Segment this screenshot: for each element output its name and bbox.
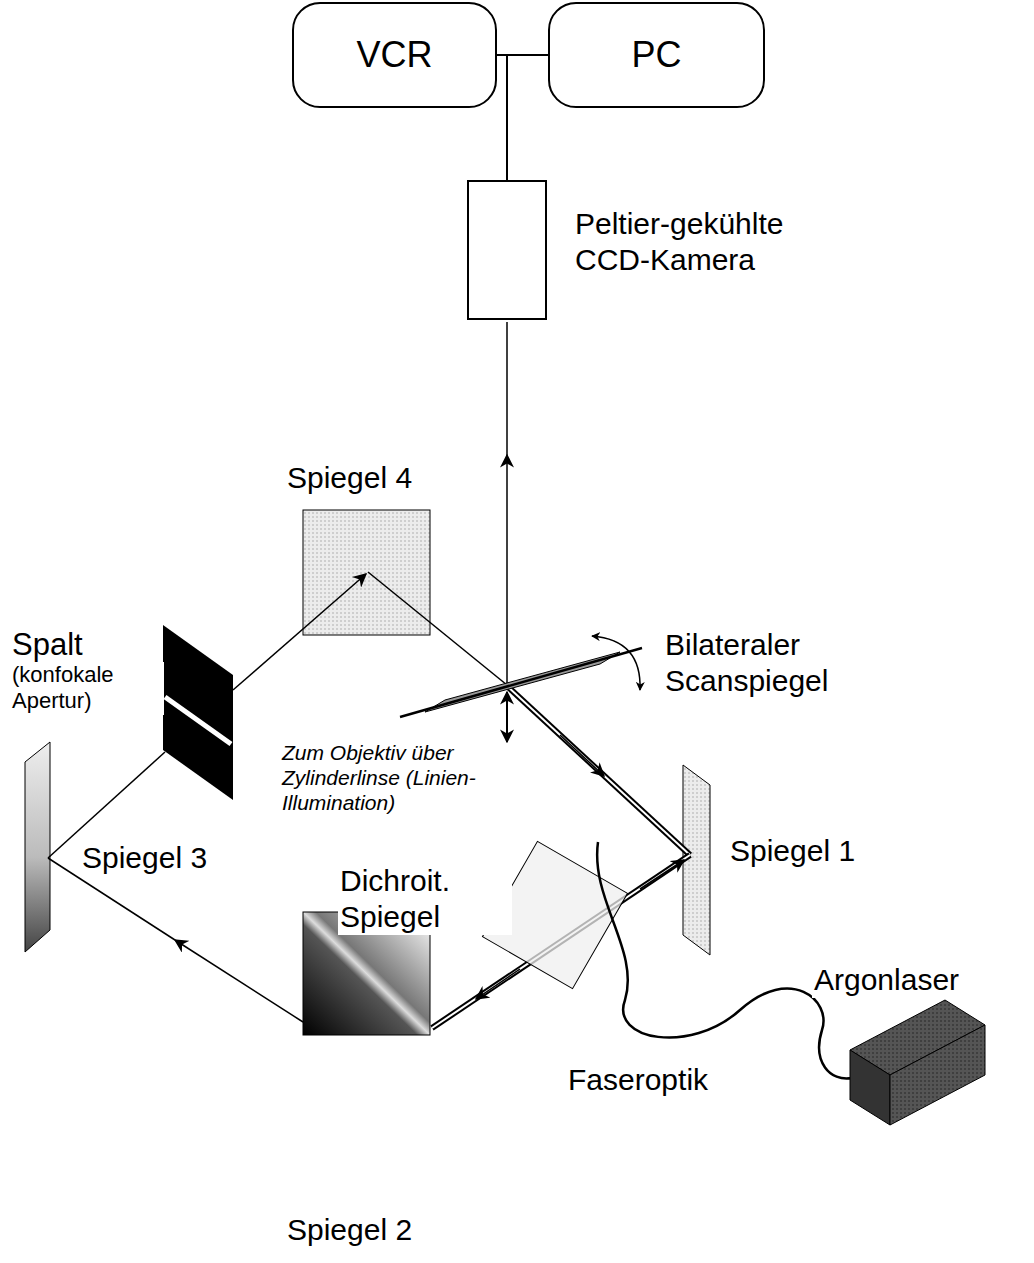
device-name: PC bbox=[631, 33, 681, 76]
device-name: VCR bbox=[356, 33, 432, 76]
part-label: Argonlaser bbox=[812, 962, 961, 998]
slit-opening bbox=[165, 697, 231, 744]
confocal-slit bbox=[163, 625, 233, 800]
part-label: Spiegel 2 bbox=[285, 1212, 414, 1248]
scan-mirror bbox=[400, 636, 642, 717]
part-label: Spiegel 3 bbox=[80, 840, 209, 876]
optical-fiber bbox=[597, 842, 852, 1079]
part-label: Zum Objektiv über Zylinderlinse (Linien-… bbox=[280, 740, 499, 816]
device-box: VCR bbox=[292, 2, 497, 108]
camera-label: Peltier-gekühlte CCD-Kamera bbox=[575, 206, 837, 278]
part-label: Spalt bbox=[10, 626, 85, 663]
double-beam bbox=[432, 686, 690, 1028]
part-label: (konfokale Apertur) bbox=[10, 662, 164, 715]
signal-wire bbox=[497, 55, 507, 180]
mirror-3 bbox=[25, 742, 50, 952]
part-label: Spiegel 4 bbox=[285, 460, 414, 496]
part-label: Bilateraler Scanspiegel bbox=[663, 627, 912, 699]
mirror-4 bbox=[303, 510, 430, 635]
part-label: Dichroit. Spiegel bbox=[338, 863, 512, 935]
signal-wire bbox=[507, 55, 548, 180]
camera-box: Peltier-gekühlte CCD-Kamera bbox=[467, 180, 547, 320]
part-label: Faseroptik bbox=[566, 1062, 710, 1098]
part-label: Spiegel 1 bbox=[728, 833, 857, 869]
device-box: PC bbox=[548, 2, 765, 108]
argon-laser bbox=[850, 1000, 985, 1125]
